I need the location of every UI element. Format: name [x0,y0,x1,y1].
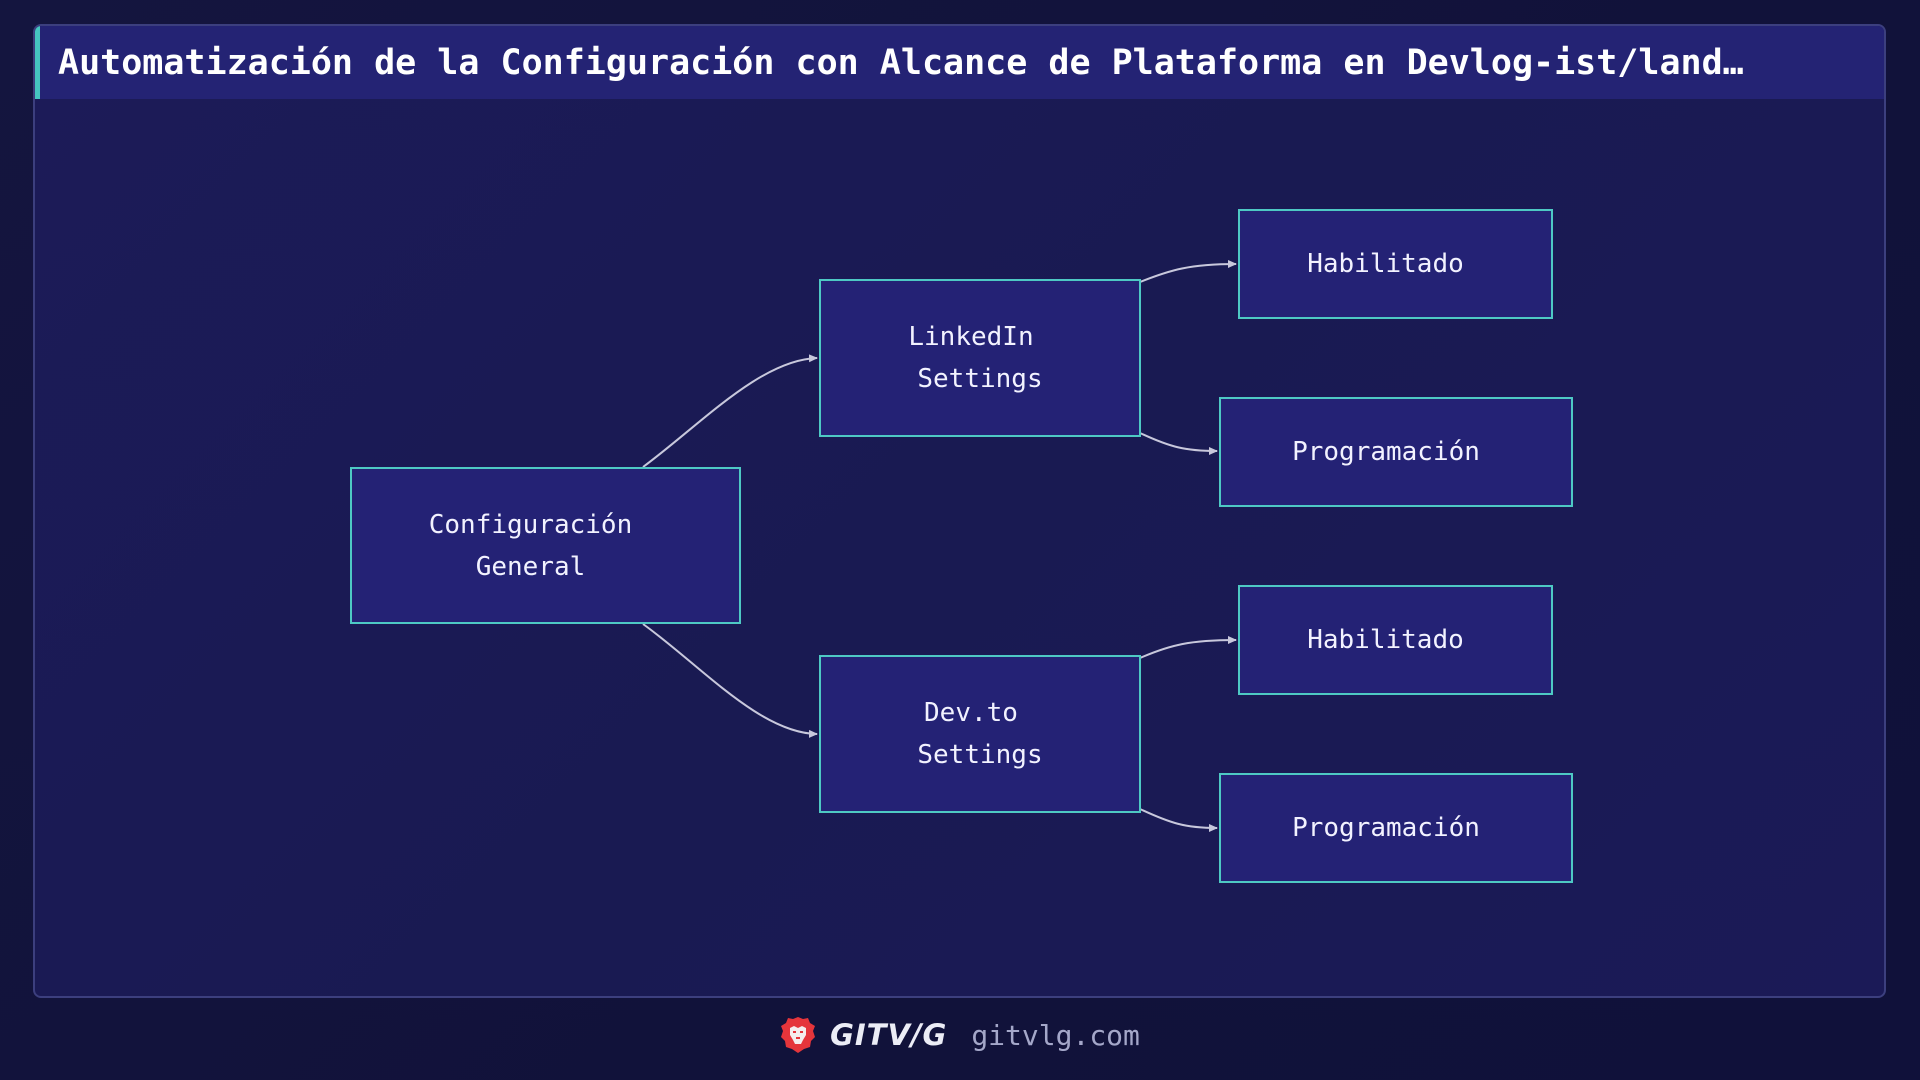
node-linkedin-programacion[interactable]: Programación [1219,397,1573,507]
footer: GITV/G gitvlg.com [0,1013,1920,1057]
node-label-line: Dev.to [924,698,1018,728]
node-linkedin-habilitado[interactable]: Habilitado [1238,209,1553,319]
node-label-line: Programación [1292,437,1480,467]
node-label-line: Habilitado [1307,249,1464,279]
node-label-line: Settings [917,364,1043,394]
diagram-panel: Automatización de la Configuración con A… [33,24,1886,998]
node-label-line: Programación [1292,813,1480,843]
node-configuracion-general[interactable]: Configuración General [350,467,741,624]
node-devto-habilitado[interactable]: Habilitado [1238,585,1553,695]
title-bar: Automatización de la Configuración con A… [35,26,1884,99]
node-label-line: LinkedIn [908,322,1034,352]
node-devto-programacion[interactable]: Programación [1219,773,1573,883]
lion-icon [780,1016,816,1054]
site-link[interactable]: gitvlg.com [971,1018,1140,1052]
node-label-line: Configuración [428,509,633,540]
node-label-line: Habilitado [1307,625,1464,655]
brand-name: GITV/G [830,1018,948,1052]
node-label-line: General [475,551,586,582]
page-title: Automatización de la Configuración con A… [58,42,1744,83]
node-devto-settings[interactable]: Dev.to Settings [819,655,1141,813]
node-label-line: Settings [917,740,1043,770]
node-linkedin-settings[interactable]: LinkedIn Settings [819,279,1141,437]
